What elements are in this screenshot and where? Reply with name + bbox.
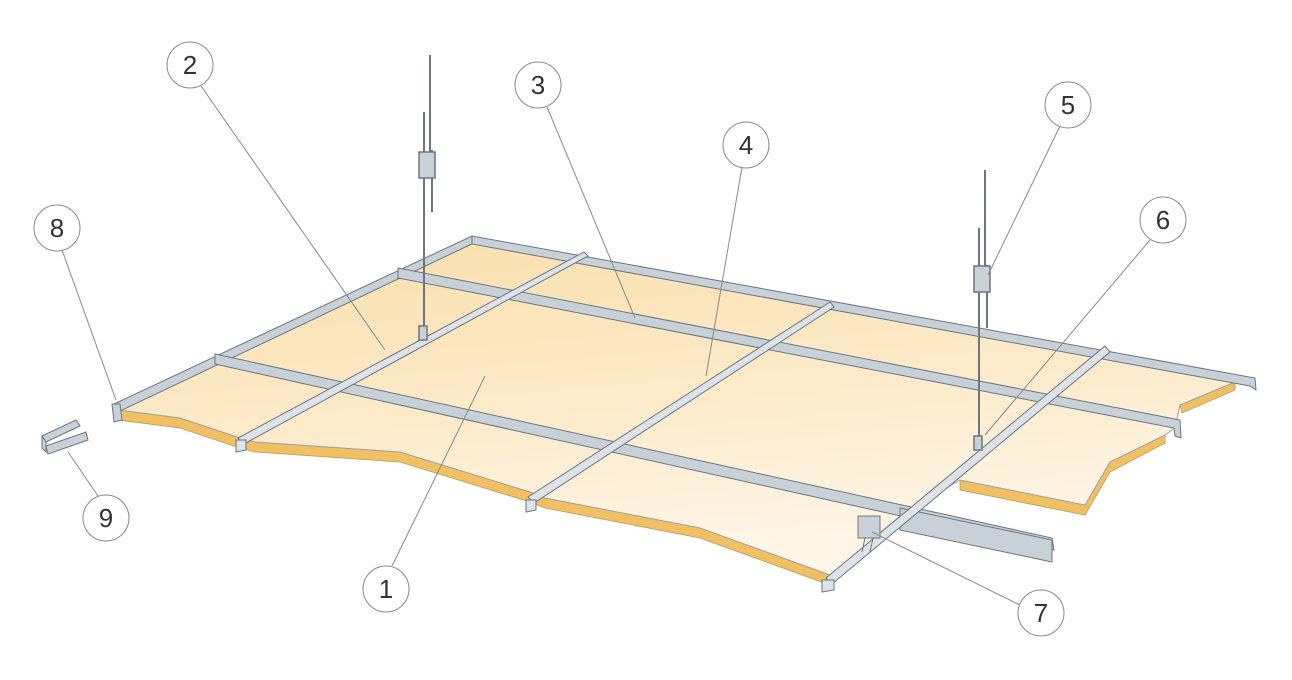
runner-bracket [857,515,881,553]
callout-label: 6 [1156,205,1170,235]
main-runner-back [397,267,1182,439]
callout-2: 2 [166,41,214,89]
callout-label: 5 [1061,90,1075,120]
callout-label: 9 [99,503,113,533]
callout-label: 1 [379,574,393,604]
callout-5: 5 [1044,81,1092,129]
callout-label: 4 [739,130,753,160]
wall-angle-back [471,235,1257,391]
callout-1: 1 [362,565,410,613]
callout-8: 8 [33,204,81,252]
hanger-right [973,170,991,451]
callout-6: 6 [1139,196,1187,244]
loose-wall-clip [41,419,89,455]
callout-9: 9 [82,494,130,542]
leader-lines [61,85,1151,606]
callout-label: 7 [1034,598,1048,628]
cross-tees [235,251,1111,593]
callout-3: 3 [514,61,562,109]
callout-4: 4 [722,121,770,169]
callout-label: 3 [531,70,545,100]
callout-label: 2 [183,50,197,80]
hanger-left [418,55,436,341]
callout-label: 8 [50,213,64,243]
callout-7: 7 [1017,589,1065,637]
